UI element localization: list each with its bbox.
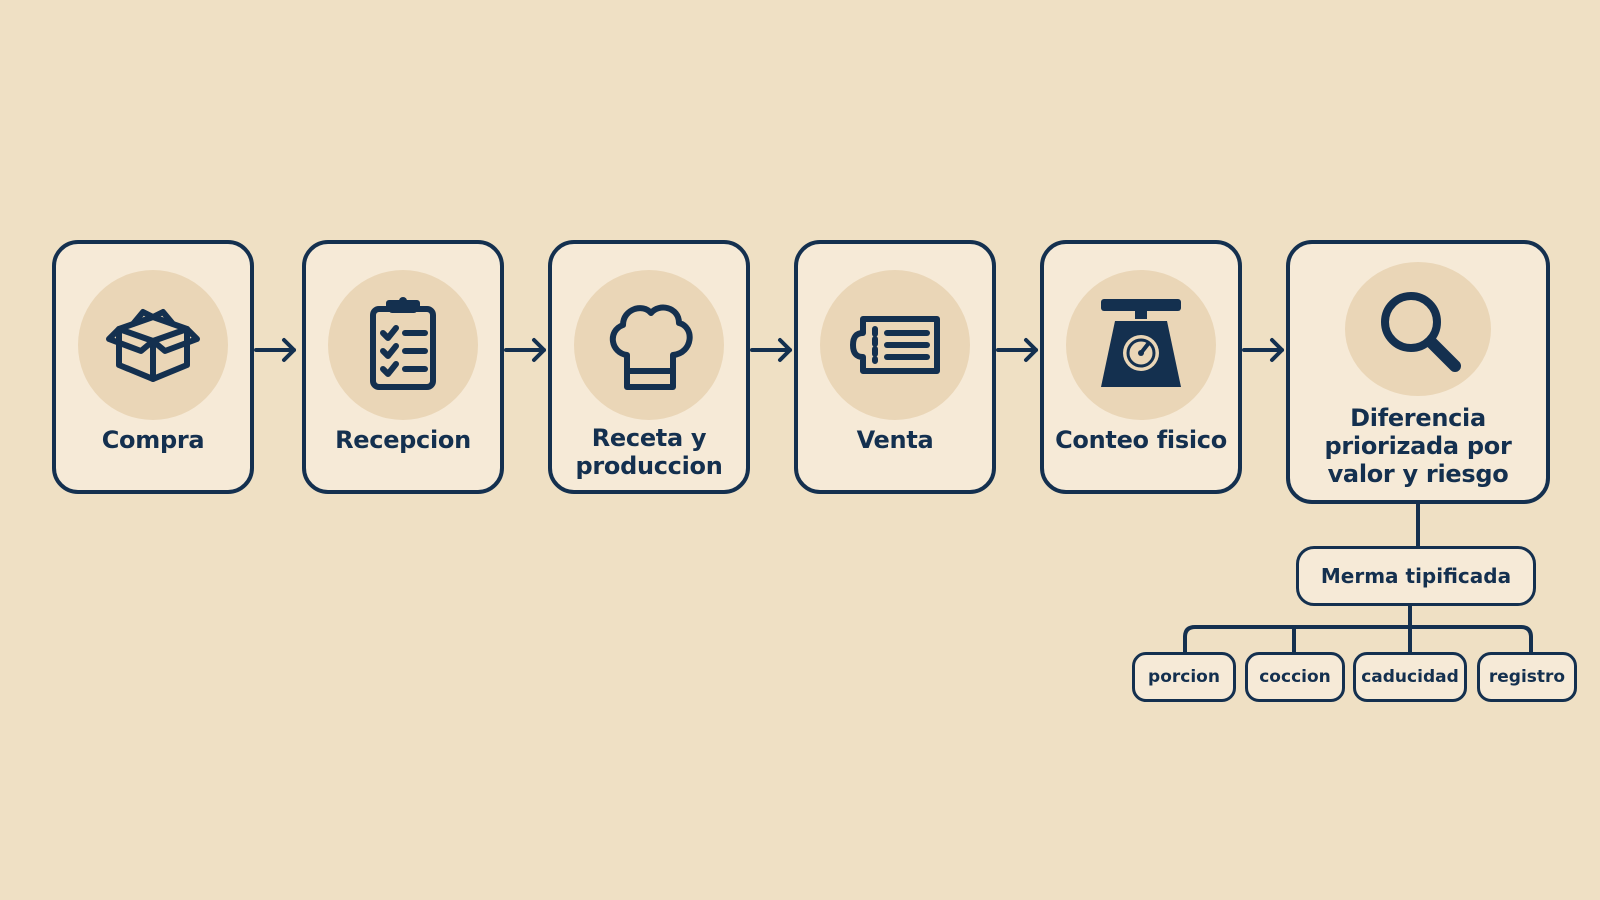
icon-circle	[1066, 270, 1216, 420]
step-venta: Venta	[794, 240, 996, 494]
scale-icon	[1101, 299, 1181, 387]
step-label: Compra	[101, 426, 205, 454]
merma-node: Merma tipificada	[1296, 546, 1536, 606]
step-diferencia: Diferencia priorizada por valor y riesgo	[1286, 240, 1550, 504]
step-label: Recepcion	[335, 426, 471, 454]
step-label: Conteo fisico	[1055, 426, 1227, 454]
step-receta-produccion: Receta y produccion	[548, 240, 750, 494]
step-recepcion: Recepcion	[302, 240, 504, 494]
box-icon	[106, 309, 200, 382]
clipboard-checklist-icon	[370, 297, 436, 390]
step-compra: Compra	[52, 240, 254, 494]
arrow-right-icon	[996, 338, 1038, 362]
arrow-right-icon	[504, 338, 546, 362]
chef-hat-icon	[610, 304, 693, 390]
arrow-right-icon	[254, 338, 296, 362]
icon-circle	[328, 270, 478, 420]
merma-child-porcion: porcion	[1132, 652, 1236, 702]
merma-child-registro: registro	[1477, 652, 1577, 702]
icon-circle	[1345, 262, 1491, 396]
step-label: Venta	[856, 426, 934, 454]
merma-child-coccion: coccion	[1245, 652, 1345, 702]
icon-circle	[78, 270, 228, 420]
ticket-icon	[850, 316, 940, 374]
step-label: Receta y produccion	[575, 424, 723, 480]
step-conteo-fisico: Conteo fisico	[1040, 240, 1242, 494]
merma-child-caducidad: caducidad	[1353, 652, 1467, 702]
icon-circle	[820, 270, 970, 420]
magnifier-icon	[1381, 292, 1461, 372]
step-label: Diferencia priorizada por valor y riesgo	[1324, 404, 1512, 488]
arrow-right-icon	[1242, 338, 1284, 362]
arrow-right-icon	[750, 338, 792, 362]
icon-circle	[574, 270, 724, 420]
